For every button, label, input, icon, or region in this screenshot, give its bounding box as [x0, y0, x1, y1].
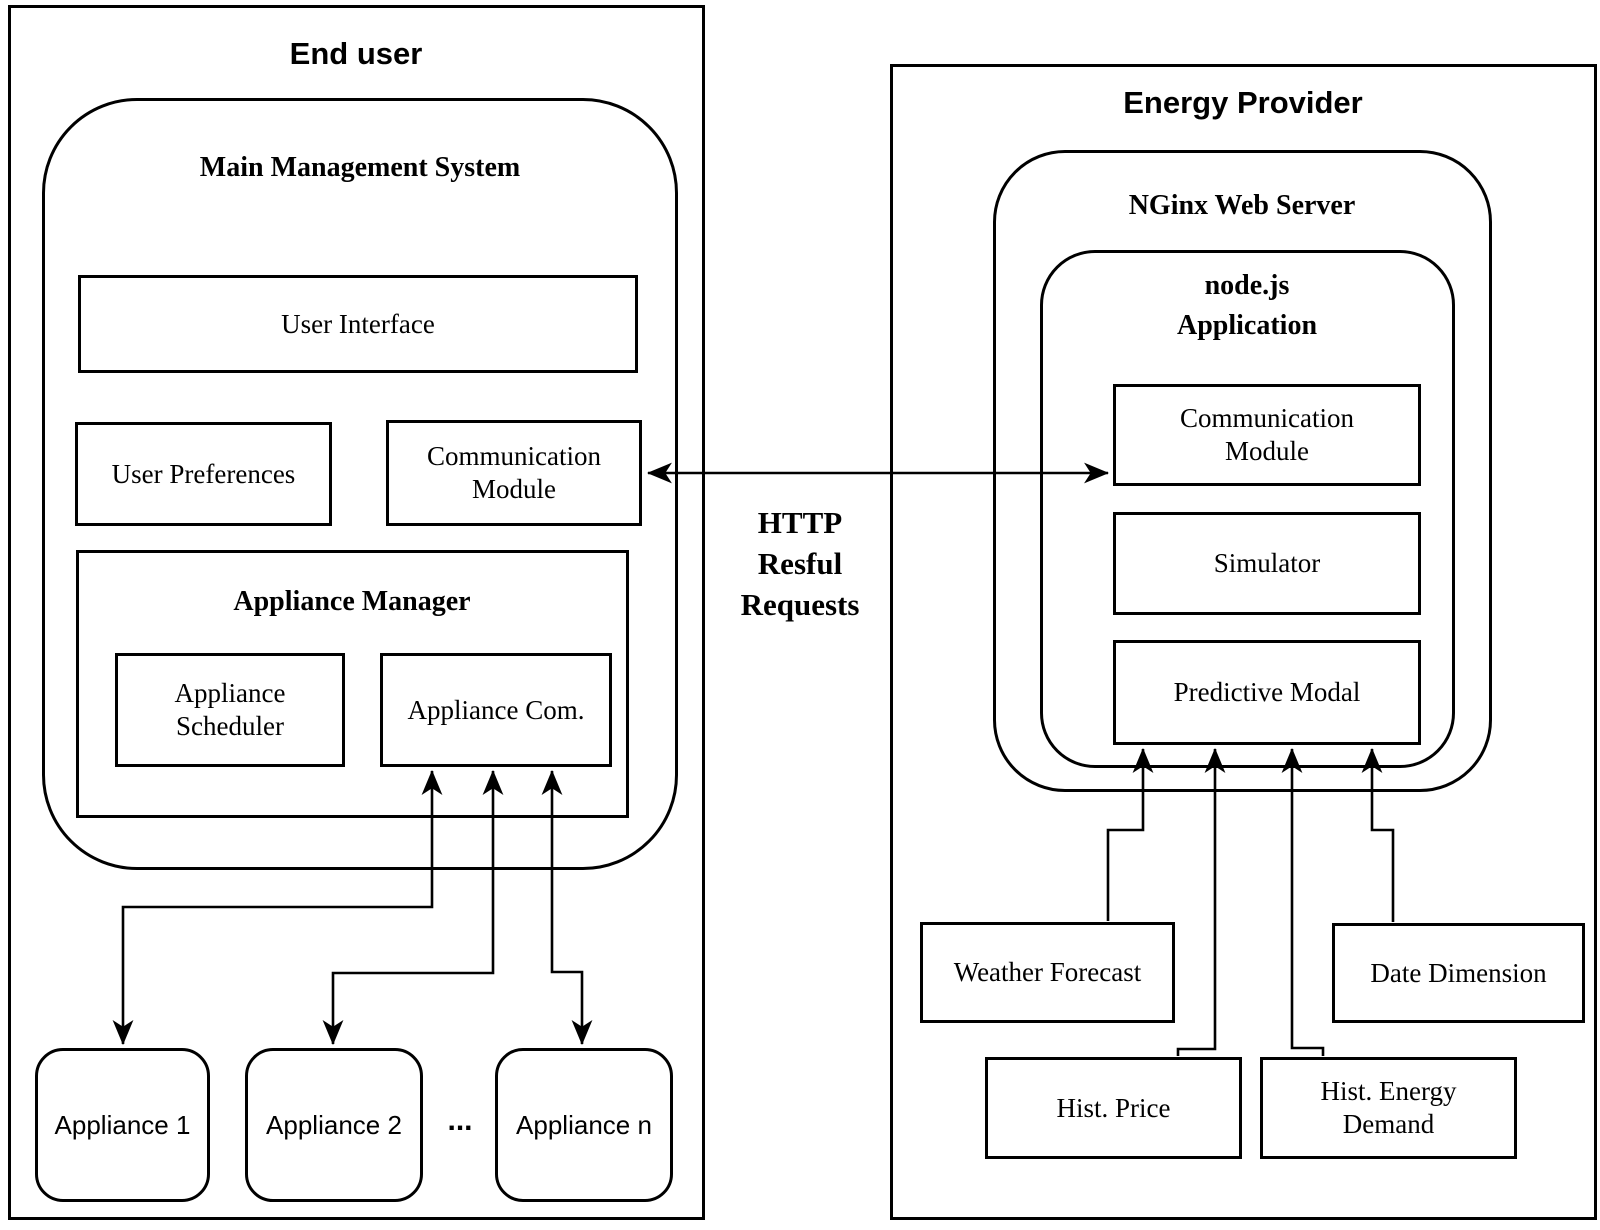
- predictive-modal-box: Predictive Modal: [1113, 640, 1421, 745]
- appliance-ellipsis: ...: [447, 1104, 473, 1137]
- main-management-system-title: Main Management System: [199, 152, 521, 183]
- hist-price-box: Hist. Price: [985, 1057, 1242, 1159]
- user-interface-box: User Interface: [78, 275, 638, 373]
- http-restful-requests-label: HTTP Resful Requests: [740, 505, 860, 622]
- appliance-manager-title: Appliance Manager: [233, 586, 471, 617]
- communication-module-left-box: Communication Module: [386, 420, 642, 526]
- appliance-scheduler-box: Appliance Scheduler: [115, 653, 345, 767]
- communication-module-right-box: Communication Module: [1113, 384, 1421, 486]
- user-preferences-box: User Preferences: [75, 422, 332, 526]
- simulator-box: Simulator: [1113, 512, 1421, 615]
- appliance-com-box: Appliance Com.: [380, 653, 612, 767]
- appliance-1-box: Appliance 1: [35, 1048, 210, 1202]
- hist-energy-demand-box: Hist. Energy Demand: [1260, 1057, 1517, 1159]
- nodejs-application-title: node.js Application: [1176, 270, 1318, 341]
- appliance-2-box: Appliance 2: [245, 1048, 423, 1202]
- nginx-web-server-title: NGinx Web Server: [1128, 190, 1356, 221]
- weather-forecast-box: Weather Forecast: [920, 922, 1175, 1023]
- date-dimension-box: Date Dimension: [1332, 923, 1585, 1023]
- appliance-n-box: Appliance n: [495, 1048, 673, 1202]
- end-user-title: End user: [289, 36, 423, 71]
- energy-provider-title: Energy Provider: [1123, 85, 1363, 120]
